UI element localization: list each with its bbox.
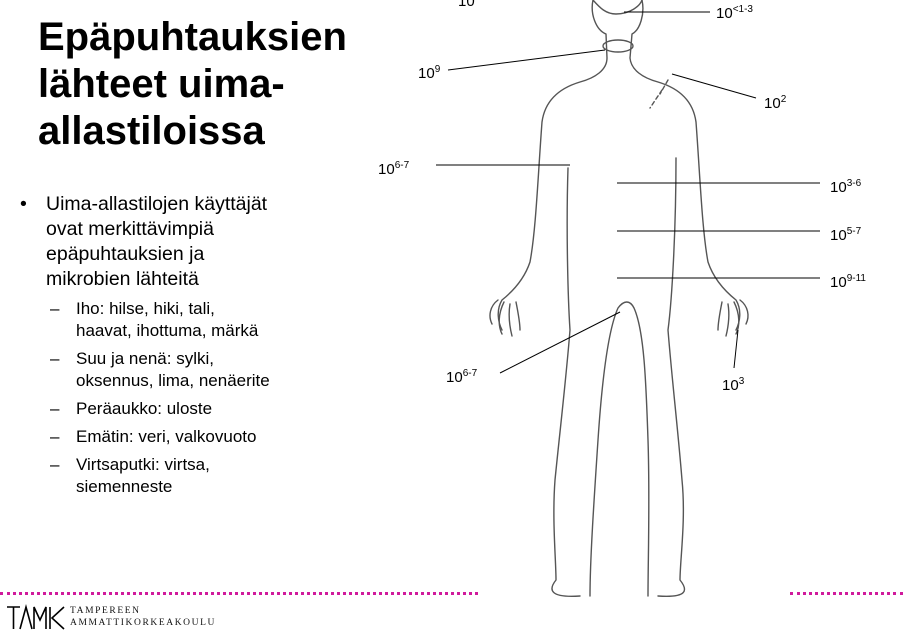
bullet-dot-icon: • — [20, 192, 27, 217]
sub-line: oksennus, lima, nenäerite — [76, 370, 380, 392]
title-line: lähteet uima- — [38, 61, 378, 108]
label-inner-thigh: 106-7 — [446, 368, 478, 386]
sub-line: siemenneste — [76, 476, 380, 498]
sub-item-urethra: – Virtsaputki: virtsa, siemenneste — [46, 454, 380, 498]
title-line: Epäpuhtauksien — [38, 14, 378, 61]
leader-hand — [734, 330, 738, 368]
body-diagram: 105-6 10<1-3 109 102 106-7 103-6 105-7 1… — [370, 0, 903, 600]
bullet-line: epäpuhtauksien ja — [46, 242, 380, 267]
title-line: allastiloissa — [38, 108, 378, 155]
label-groin: 109-11 — [830, 273, 866, 291]
label-scalp: 10<1-3 — [716, 4, 753, 22]
label-mouth: 109 — [418, 64, 441, 82]
sub-item-anus: – Peräaukko: uloste — [46, 398, 380, 420]
dash-icon: – — [50, 398, 59, 420]
dash-icon: – — [50, 348, 59, 370]
label-top-cut: 105-6 — [458, 0, 490, 10]
sub-line: Suu ja nenä: sylki, — [76, 348, 380, 370]
body-outline — [490, 0, 748, 596]
school-name-line: TAMPEREEN — [70, 605, 216, 617]
leader-mouth — [448, 50, 605, 70]
sub-item-skin: – Iho: hilse, hiki, tali, haavat, ihottu… — [46, 298, 380, 342]
leader-lines — [436, 12, 820, 373]
sub-line: Emätin: veri, valkovuoto — [76, 426, 380, 448]
sub-line: haavat, ihottuma, märkä — [76, 320, 380, 342]
label-armpit: 106-7 — [378, 160, 410, 178]
footer-divider-left — [0, 592, 478, 595]
bullet-line: Uima-allastilojen käyttäjät — [46, 192, 380, 217]
sub-line: Iho: hilse, hiki, tali, — [76, 298, 380, 320]
label-shoulder: 102 — [764, 94, 787, 112]
sub-line: Virtsaputki: virtsa, — [76, 454, 380, 476]
sub-item-mouth-nose: – Suu ja nenä: sylki, oksennus, lima, ne… — [46, 348, 380, 392]
dash-icon: – — [50, 454, 59, 476]
leader-inner-thigh — [500, 312, 620, 373]
label-hand: 103 — [722, 376, 745, 394]
footer-divider-right — [790, 592, 903, 595]
bullet-list: • Uima-allastilojen käyttäjät ovat merki… — [10, 192, 380, 504]
slide-title: Epäpuhtauksien lähteet uima- allastilois… — [38, 14, 378, 155]
school-name: TAMPEREEN AMMATTIKORKEAKOULU — [70, 605, 216, 629]
tamk-logo-icon — [6, 603, 66, 633]
dash-icon: – — [50, 426, 59, 448]
label-abdomen: 105-7 — [830, 226, 862, 244]
bullet-item: • Uima-allastilojen käyttäjät ovat merki… — [10, 192, 380, 498]
dash-icon: – — [50, 298, 59, 320]
label-chest: 103-6 — [830, 178, 862, 196]
school-name-line: AMMATTIKORKEAKOULU — [70, 617, 216, 629]
sub-line: Peräaukko: uloste — [76, 398, 380, 420]
concentration-labels: 105-6 10<1-3 109 102 106-7 103-6 105-7 1… — [378, 0, 866, 394]
sub-list: – Iho: hilse, hiki, tali, haavat, ihottu… — [46, 298, 380, 498]
bullet-line: mikrobien lähteitä — [46, 267, 380, 292]
bullet-line: ovat merkittävimpiä — [46, 217, 380, 242]
leader-shoulder — [672, 74, 756, 98]
sub-item-vagina: – Emätin: veri, valkovuoto — [46, 426, 380, 448]
